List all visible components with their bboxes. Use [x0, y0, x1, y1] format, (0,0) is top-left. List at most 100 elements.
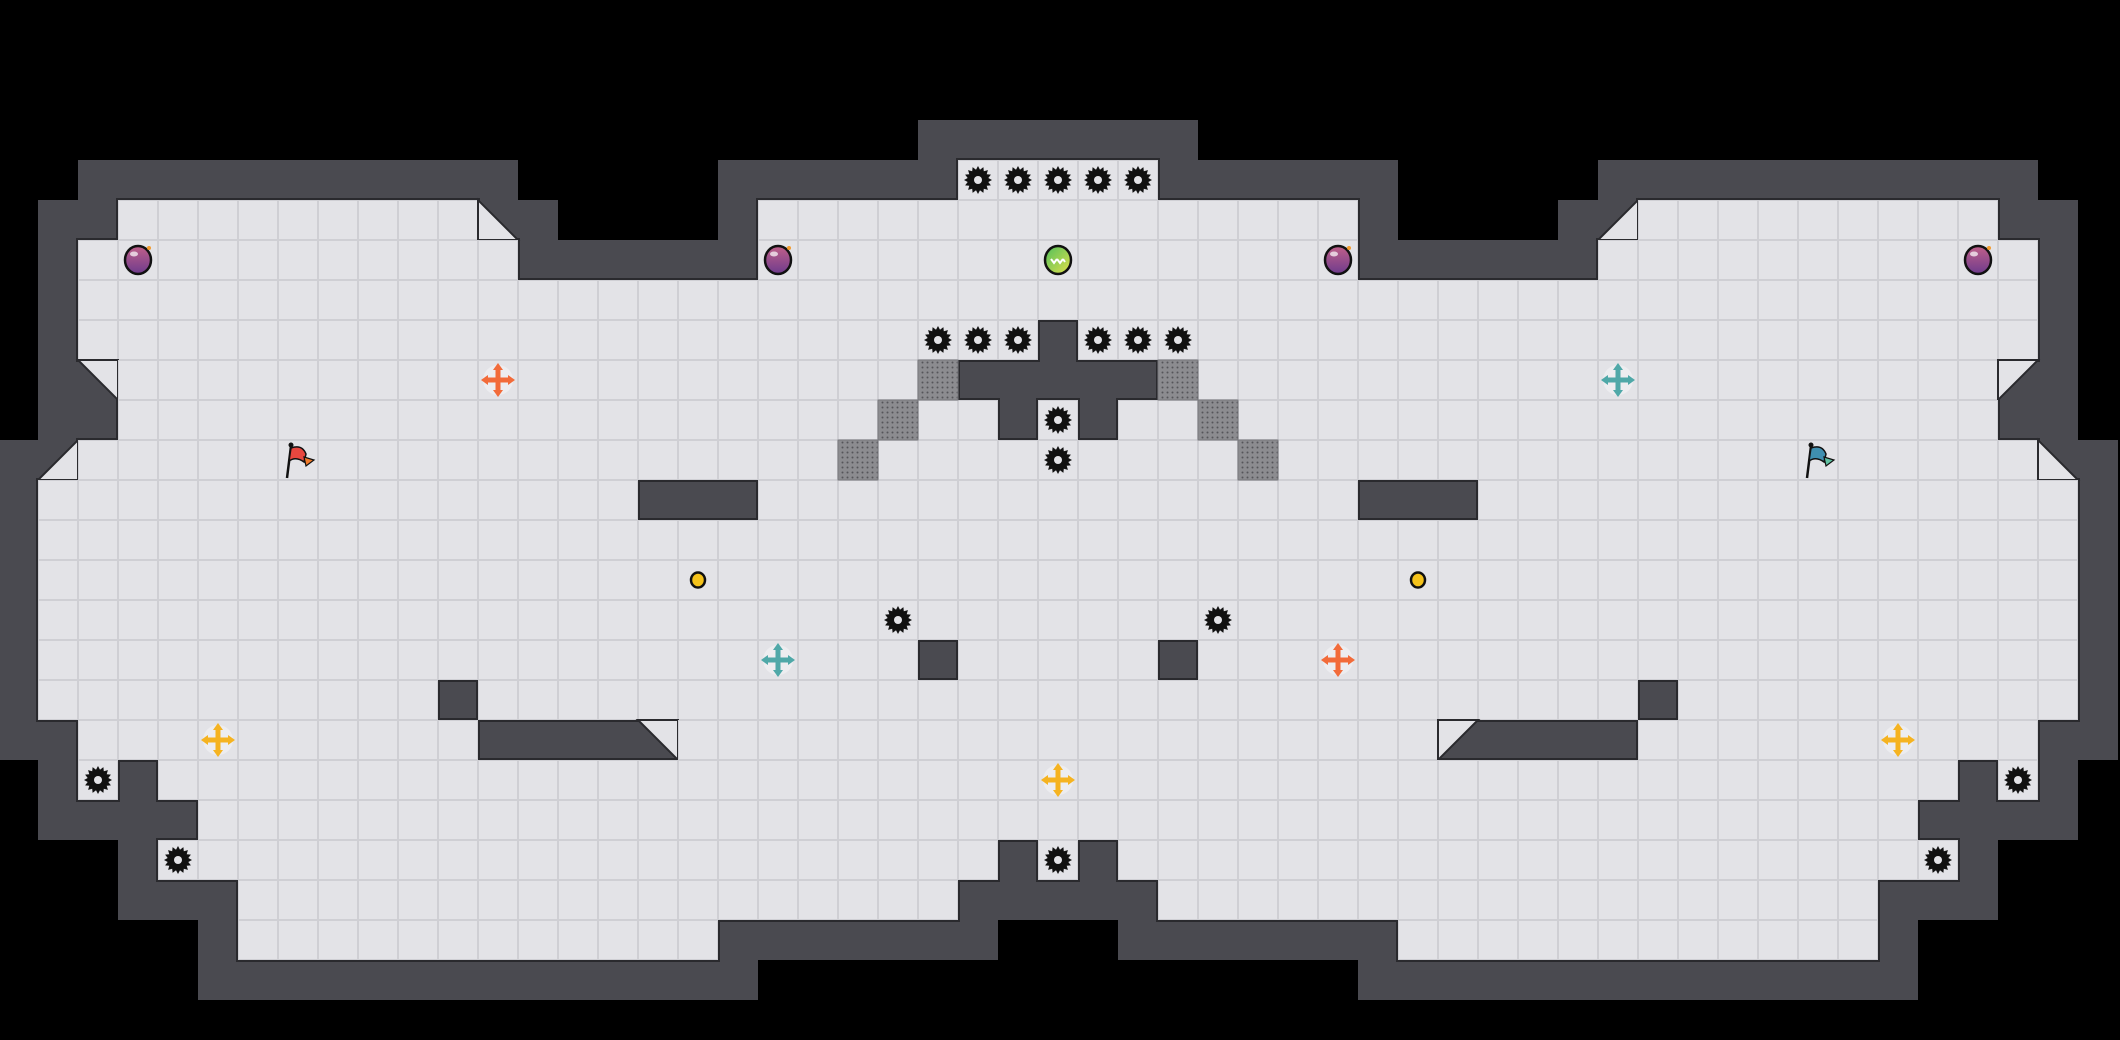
floor-tile	[1638, 560, 1678, 600]
floor-tile	[1238, 480, 1278, 520]
wall-tile	[1958, 760, 1998, 800]
floor-tile	[38, 680, 78, 720]
floor-tile	[278, 760, 318, 800]
wall-tile	[1078, 400, 1118, 440]
floor-tile	[1398, 400, 1438, 440]
floor-tile	[598, 760, 638, 800]
metal-grate-icon	[917, 359, 959, 401]
floor-tile	[398, 920, 438, 960]
floor-tile	[1158, 680, 1198, 720]
saw-blade-icon	[1044, 446, 1072, 474]
wall-tile	[0, 560, 38, 600]
floor-tile	[878, 520, 918, 560]
wall-tile	[1998, 400, 2038, 440]
wall-tile	[1718, 160, 1758, 200]
floor-tile	[1878, 360, 1918, 400]
floor-tile	[478, 920, 518, 960]
floor-tile	[398, 720, 438, 760]
floor-tile	[1038, 560, 1078, 600]
floor-tile	[1958, 680, 1998, 720]
floor-tile	[1518, 760, 1558, 800]
floor-tile	[2038, 480, 2078, 520]
floor-tile	[758, 280, 798, 320]
floor-tile	[518, 800, 558, 840]
saw-blade-icon	[964, 166, 992, 194]
floor-tile	[38, 560, 78, 600]
wall-tile	[38, 400, 78, 440]
wall-tile	[1278, 160, 1318, 200]
floor-tile	[278, 640, 318, 680]
wall-tile	[0, 600, 38, 640]
floor-tile	[1358, 520, 1398, 560]
floor-tile	[1158, 280, 1198, 320]
floor-tile	[1718, 640, 1758, 680]
floor-tile	[638, 920, 678, 960]
saw-blade-icon	[1124, 166, 1152, 194]
floor-tile	[118, 320, 158, 360]
floor-tile	[118, 680, 158, 720]
floor-tile	[1558, 680, 1598, 720]
floor-tile	[1878, 840, 1918, 880]
floor-tile	[758, 600, 798, 640]
wall-tile	[1398, 480, 1438, 520]
floor-tile	[878, 720, 918, 760]
floor-tile	[1158, 480, 1198, 520]
floor-tile	[1638, 760, 1678, 800]
floor-tile	[1158, 240, 1198, 280]
floor-tile	[1358, 720, 1398, 760]
floor-tile	[118, 440, 158, 480]
floor-tile	[1238, 400, 1278, 440]
floor-tile	[1518, 360, 1558, 400]
wall-tile	[958, 120, 998, 160]
floor-tile	[318, 920, 358, 960]
wall-tile	[478, 720, 518, 760]
floor-tile	[118, 360, 158, 400]
floor-tile	[798, 360, 838, 400]
floor-tile	[1718, 760, 1758, 800]
floor-tile	[238, 800, 278, 840]
floor-tile	[1678, 400, 1718, 440]
floor-tile	[478, 560, 518, 600]
floor-tile	[838, 760, 878, 800]
floor-tile	[718, 560, 758, 600]
wall-tile	[358, 160, 398, 200]
wall-tile	[1238, 160, 1278, 200]
floor-tile	[638, 440, 678, 480]
floor-tile	[118, 480, 158, 520]
wall-tile	[638, 480, 678, 520]
floor-tile	[1198, 880, 1238, 920]
floor-tile	[798, 560, 838, 600]
wall-tile	[1158, 920, 1198, 960]
wall-tile	[1478, 240, 1518, 280]
wall-tile	[278, 160, 318, 200]
wall-tile	[1438, 480, 1478, 520]
metal-grate-icon	[1237, 439, 1279, 481]
floor-tile	[678, 720, 718, 760]
floor-tile	[1358, 880, 1398, 920]
floor-tile	[318, 840, 358, 880]
floor-tile	[638, 520, 678, 560]
floor-tile	[1598, 440, 1638, 480]
floor-tile	[1358, 440, 1398, 480]
floor-tile	[1478, 360, 1518, 400]
floor-tile	[198, 240, 238, 280]
saw-blade-icon	[1204, 606, 1232, 634]
floor-tile	[1918, 480, 1958, 520]
floor-tile	[118, 280, 158, 320]
floor-tile	[998, 520, 1038, 560]
floor-tile	[918, 200, 958, 240]
floor-tile	[1318, 480, 1358, 520]
floor-tile	[238, 720, 278, 760]
wall-tile	[2038, 280, 2078, 320]
wall-tile	[38, 760, 78, 800]
floor-tile	[278, 720, 318, 760]
floor-tile	[78, 320, 118, 360]
floor-tile	[1918, 600, 1958, 640]
floor-tile	[1958, 600, 1998, 640]
floor-tile	[598, 920, 638, 960]
floor-tile	[1798, 640, 1838, 680]
floor-tile	[478, 800, 518, 840]
floor-tile	[838, 240, 878, 280]
floor-tile	[678, 760, 718, 800]
floor-tile	[1198, 560, 1238, 600]
